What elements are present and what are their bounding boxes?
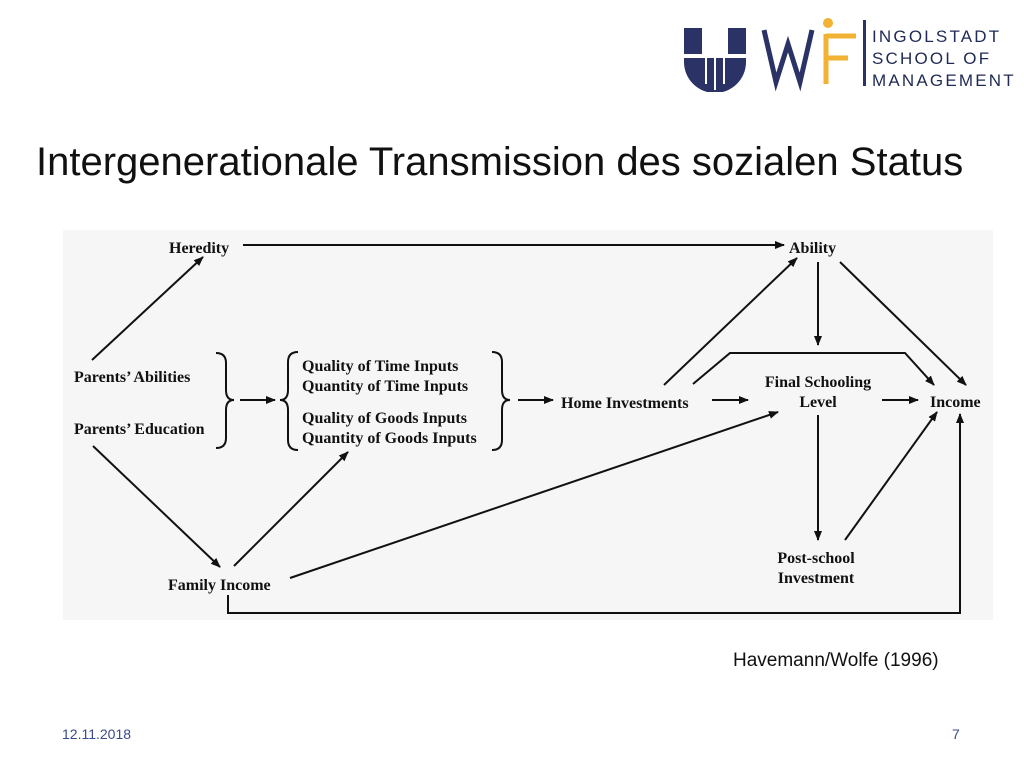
f-letter-icon (823, 18, 856, 84)
node-family-income: Family Income (168, 577, 271, 594)
logo-divider (863, 20, 866, 86)
node-final-schooling-line1: Final Schooling (765, 374, 871, 391)
node-post-school-line1: Post-school (777, 550, 855, 567)
arrow-family-income-to-income (227, 413, 964, 614)
diagram-background (63, 230, 993, 620)
node-post-school-line2: Investment (778, 570, 855, 587)
page-number: 7 (952, 726, 960, 742)
logo-line-3: MANAGEMENT (872, 71, 1016, 90)
node-parents-abilities: Parents’ Abilities (74, 369, 190, 386)
arrow-parents-to-family-income (92, 445, 221, 568)
arrow-postschool-to-income (844, 411, 938, 541)
arrow-family-income-to-schooling (289, 411, 779, 579)
node-quantity-goods: Quantity of Goods Inputs (302, 430, 477, 447)
node-quantity-time: Quantity of Time Inputs (302, 378, 468, 395)
node-final-schooling-line2: Level (799, 394, 837, 411)
shield-icon (684, 28, 746, 92)
arrow-family-income-to-inputs (233, 451, 349, 567)
node-ability: Ability (789, 240, 836, 257)
citation: Havemann/Wolfe (1996) (733, 650, 939, 671)
brace-inputs-right (491, 351, 511, 451)
school-logo (684, 18, 866, 92)
node-quality-time: Quality of Time Inputs (302, 358, 458, 375)
node-income: Income (930, 394, 981, 411)
arrow-parents-to-heredity (91, 256, 204, 361)
node-parents-education: Parents’ Education (74, 421, 205, 438)
footer-date: 12.11.2018 (62, 726, 132, 742)
node-quality-goods: Quality of Goods Inputs (302, 410, 467, 427)
slide-title: Intergenerationale Transmission des sozi… (36, 140, 964, 184)
logo-line-1: INGOLSTADT (872, 27, 1002, 46)
arrow-home-to-income-bypass (692, 352, 935, 386)
node-home-investments: Home Investments (561, 395, 689, 412)
arrow-home-to-ability (663, 257, 798, 386)
arrow-ability-to-income (839, 261, 967, 386)
w-letter-icon (761, 29, 815, 92)
brace-inputs-left (279, 351, 299, 451)
brace-parents (215, 352, 235, 449)
logo-line-2: SCHOOL OF (872, 49, 992, 68)
node-heredity: Heredity (169, 240, 229, 257)
